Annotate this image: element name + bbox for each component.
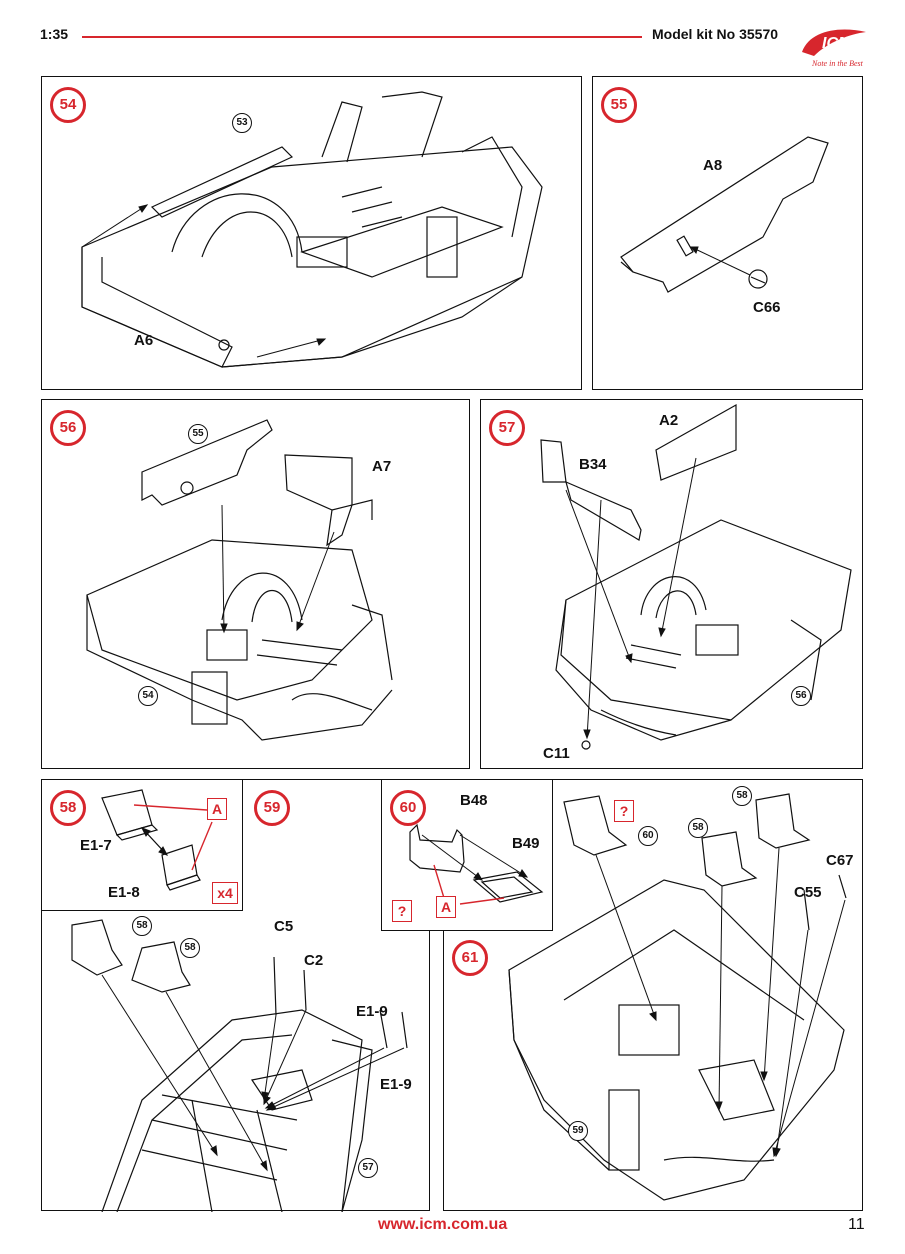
part-c5: C5 (274, 918, 294, 935)
step-59-drawing (71, 919, 408, 1212)
ref-58-first: 58 (132, 916, 152, 936)
logo-text: ICM (822, 35, 852, 52)
part-c67: C67 (826, 852, 854, 869)
part-e1-7: E1-7 (80, 837, 112, 854)
scale-label: 1:35 (40, 26, 69, 42)
step-55-panel: 55 A8 C66 (592, 76, 863, 390)
part-c2: C2 (304, 952, 324, 969)
logo-tagline: Note in the Best (811, 59, 864, 68)
ref-58-second: 58 (180, 938, 200, 958)
step-60-drawing (409, 823, 544, 905)
website-link[interactable]: www.icm.com.ua (378, 1216, 508, 1233)
step-56-panel: 56 55 A7 54 (41, 399, 470, 769)
ref-53: 53 (232, 113, 252, 133)
part-a7: A7 (372, 458, 392, 475)
header-rule (82, 36, 642, 38)
ref-60: 60 (638, 826, 658, 846)
step-61-badge: 61 (452, 940, 488, 976)
step-55-badge: 55 (601, 87, 637, 123)
step-54-panel: 54 53 A6 (41, 76, 582, 390)
ref-57: 57 (358, 1158, 378, 1178)
ref-55: 55 (188, 424, 208, 444)
step-59-badge: 59 (254, 790, 290, 826)
step-57-drawing (540, 403, 852, 750)
part-b49: B49 (512, 835, 540, 852)
part-c55: C55 (794, 884, 822, 901)
step-54-drawing (81, 91, 543, 368)
badge-question-61: ? (614, 800, 634, 822)
badge-a-60: A (436, 896, 456, 918)
part-a6: A6 (134, 332, 154, 349)
ref-58-left: 58 (688, 818, 708, 838)
ref-56: 56 (791, 686, 811, 706)
ref-59: 59 (568, 1121, 588, 1141)
ref-58-right: 58 (732, 786, 752, 806)
icm-logo: ICM Note in the Best (800, 22, 870, 70)
part-a8: A8 (703, 157, 723, 174)
step-60-panel: 60 B48 B49 ? A (381, 779, 553, 931)
part-e1-9-lower: E1-9 (380, 1076, 412, 1093)
part-e1-9-upper: E1-9 (356, 1003, 388, 1020)
badge-a: A (207, 798, 227, 820)
part-b34: B34 (579, 456, 607, 473)
step-56-badge: 56 (50, 410, 86, 446)
step-61-drawing (508, 793, 847, 1201)
step-55-drawing (620, 136, 829, 293)
step-56-drawing (86, 419, 393, 741)
step-58-drawing (101, 789, 213, 891)
part-b48: B48 (460, 792, 488, 809)
page-number: 11 (848, 1216, 865, 1233)
multiplier-x4: x4 (212, 882, 238, 904)
step-57-panel: 57 A2 B34 C11 56 (480, 399, 863, 769)
step-57-badge: 57 (489, 410, 525, 446)
part-a2: A2 (659, 412, 679, 429)
step-54-badge: 54 (50, 87, 86, 123)
part-e1-8: E1-8 (108, 884, 140, 901)
badge-question: ? (392, 900, 412, 922)
kit-number: Model kit No 35570 (652, 26, 779, 42)
part-c11: C11 (543, 745, 570, 762)
step-58-panel: 58 A E1-7 E1-8 x4 (41, 779, 243, 911)
part-c66: C66 (753, 299, 781, 316)
step-60-badge: 60 (390, 790, 426, 826)
step-58-badge: 58 (50, 790, 86, 826)
ref-54: 54 (138, 686, 158, 706)
